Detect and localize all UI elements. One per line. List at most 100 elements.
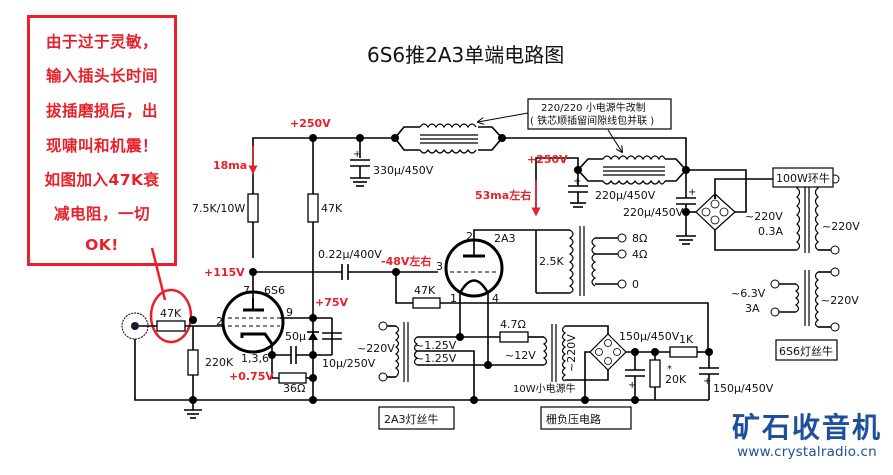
input-wiring [134,325,313,419]
neg-tx-label: 10W小电源牛 [513,382,576,395]
svg-text:+: + [628,380,636,391]
pin-plate-6s6: 7 [243,284,250,297]
tube-2a3 [444,229,536,365]
pin-cathode-6s6: 1,3,6 [241,352,269,365]
note-line: 由于过于灵敏， [45,33,158,51]
main-primary-voltage: ~220V [822,220,860,233]
c-filter-3-label: 220μ/450V [623,206,684,219]
tube-6s6-name: 6S6 [264,284,285,297]
tube-2a3-name: 2A3 [494,232,516,245]
c-neg-1-label: 150μ/450V [619,330,680,343]
output-tap-4: 4Ω [632,248,647,261]
r-neg-bleed-label: 20K [665,373,687,386]
main-transformer-label-box [772,167,834,188]
highlight-circle [149,288,193,344]
resistor-input-atten [156,320,186,332]
b-plus-2-voltage: +250V [527,153,568,166]
pin-fil-a-2a3: 1 [450,292,457,305]
resistor-screen [307,193,319,223]
output-tap-0: 0 [632,278,639,291]
heater-2a3-label: 2A3灯丝牛 [384,412,439,426]
heater-2a3-primary-voltage: ~220V [357,342,395,355]
c-screen-bypass-label: 10μ/250V [322,357,376,370]
callout-line-2: ( 铁芯顺插留间隙线包并联 ) [530,114,654,127]
note-line: 如图加入47K衰 [44,171,160,189]
pin-grid-6s6: 2 [216,315,223,328]
r-plate-load-label: 7.5K/10W [192,202,245,215]
note-line: 拔插磨损后，出 [45,102,158,120]
r-grid-leak-label: 220K [205,356,234,369]
grid-2a3-voltage: -48V左右 [381,254,431,268]
note-line: 减电阻，一切 [53,205,150,223]
tube-6s6 [221,290,285,354]
heater-6s6-secondary-current: 3A [745,302,760,315]
neg-tx-primary-voltage: ~220V [565,334,578,372]
coupling-network [252,258,709,400]
heater-2a3-secondary-b: ~1.25V [415,352,457,365]
b-plus-1-voltage: +250V [290,117,331,130]
resistor-plate-load [247,193,259,223]
resistor-neg-bleed [649,359,661,388]
heater-2a3-transformer [378,321,488,430]
resistor-grid-leak [187,349,199,376]
heater-6s6-label: 6S6灯丝牛 [779,344,833,358]
main-secondary-current: 0.3A [758,225,783,238]
main-secondary-voltage: ~220V [745,210,783,223]
neg-bias-label: 栅负压电路 [546,412,601,426]
svg-text:+: + [703,376,711,387]
pin-fil-b-2a3: 4 [492,292,499,305]
i-6s6-label: 18ma [213,159,247,172]
callout-line-1: 220/220 小电源牛改制 [541,101,646,114]
ot-impedance-label: 2.5K [539,255,564,268]
screen-cathode-network [271,317,342,379]
c-coupling-label: 0.22μ/400V [318,248,382,261]
neg-bias-circuit: + + [460,324,719,430]
neg-tx-secondary-voltage: ~12V [505,349,536,362]
svg-text:+: + [688,187,696,198]
r-neg-star: * [667,364,672,375]
choke-2: + + [568,155,747,245]
pin-plate-2a3: 2 [466,230,473,243]
heater-6s6-transformer [770,267,840,361]
logo-url: www.crystalradio.cn [737,444,877,460]
r-cathode-label: 36Ω [283,382,305,395]
c-filter-2-label: 220μ/450V [595,189,656,202]
c-neg-2-label: 150μ/450V [713,382,774,395]
plate-6s6-voltage: +115V [204,266,245,279]
heater-6s6-secondary-voltage: ~6.3V [731,287,766,300]
output-transformer [535,157,627,296]
screen-6s6-voltage: +75V [315,296,349,309]
note-line: OK! [85,236,119,254]
r-input-atten-label: 47K [160,307,182,320]
svg-text:+: + [353,149,361,160]
bridge-rectifier-main [695,193,736,231]
r-screen-label: 47K [321,202,343,215]
site-logo: 矿石收音机 www.crystalradio.cn [722,411,892,461]
pin-grid-2a3: 3 [436,260,443,273]
heater-6s6-primary-voltage: ~220V [821,294,859,307]
main-transformer-label: 100W环牛 [776,171,830,185]
svg-text:+: + [573,176,581,187]
resistor-neg-series [669,346,698,358]
choke-callout [478,98,672,152]
resistor-hum [499,331,529,343]
resistor-cathode [278,372,307,384]
annotation-note-box: 由于过于灵敏， 输入插头长时间 拔插磨损后，出 现啸叫和机震！ 如图加入47K衰… [27,15,177,266]
diagram-title: 6S6推2A3单端电路图 [367,43,564,67]
capacitor-filter-1: + [350,149,370,187]
resistor-grid-2a3 [412,297,441,309]
c-cathode-bypass-label: 50μ [285,330,306,343]
heater-2a3-secondary-a: ~1.25V [415,339,457,352]
cathode-6s6-voltage: +0.75V [229,370,274,383]
pin-screen-6s6: 9 [286,306,293,319]
note-line: 现啸叫和机震！ [45,137,158,155]
i-2a3-label: 53ma左右 [475,188,531,202]
logo-name: 矿石收音机 [731,411,882,444]
output-tap-8: 8Ω [632,232,647,245]
r-grid-2a3-label: 47K [414,284,436,297]
c-filter-1-label: 330μ/450V [373,164,434,177]
r-neg-series-label: 1K [679,333,694,346]
note-line: 输入插头长时间 [45,67,158,85]
r-hum-label: 4.7Ω [500,318,526,331]
